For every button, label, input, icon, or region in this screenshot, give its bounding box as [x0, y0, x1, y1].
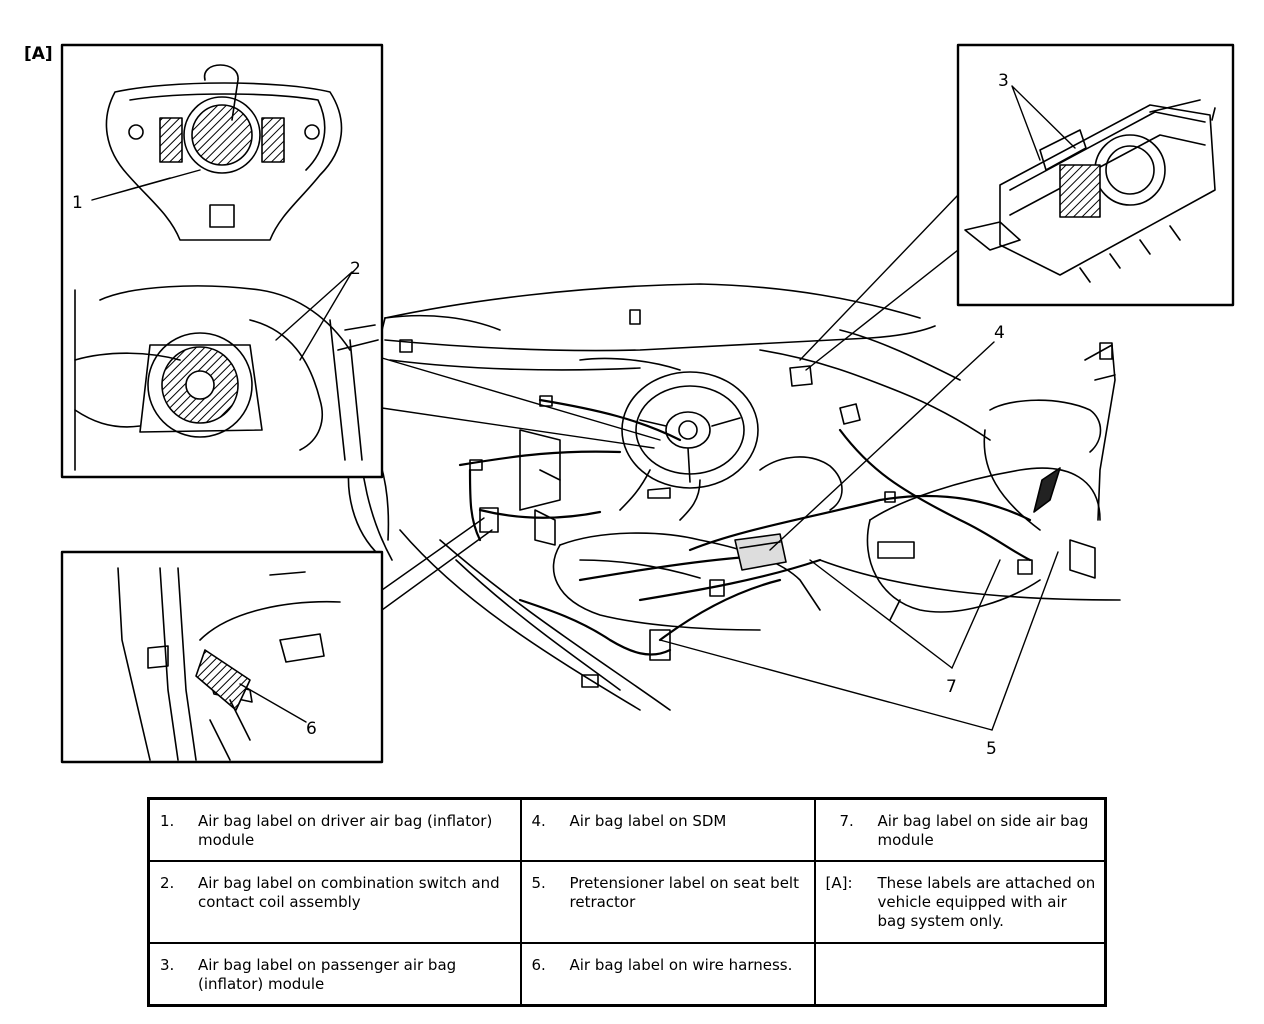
- legend-number: 5.: [531, 873, 546, 892]
- callout-6: 6: [306, 719, 317, 739]
- inset-passenger-airbag-module: [956, 43, 1235, 307]
- legend-text: These labels are attached on vehicle equ…: [877, 873, 1096, 930]
- legend-text: Air bag label on SDM: [569, 812, 727, 830]
- inset-wire-harness: [60, 550, 384, 764]
- legend-cell: 7. Air bag label on side air bag module: [813, 797, 1107, 862]
- inset-a-steering-wheel: [60, 43, 384, 479]
- legend-text: Air bag label on passenger air bag (infl…: [198, 955, 457, 993]
- legend-text: Pretensioner label on seat belt retracto…: [569, 873, 799, 911]
- legend-text: Air bag label on side air bag module: [877, 812, 1089, 849]
- legend-number: 2.: [160, 873, 175, 892]
- callout-1: 1: [72, 193, 83, 213]
- legend-number: 7.: [839, 812, 854, 830]
- callout-3: 3: [998, 71, 1009, 91]
- callout-leader-lines: [381, 194, 1059, 731]
- callout-4: 4: [994, 323, 1005, 343]
- legend-text: Air bag label on combination switch and …: [198, 873, 500, 911]
- inset-a-tag: [A]: [24, 44, 53, 64]
- legend-number: 6.: [531, 955, 546, 974]
- legend-cell: [813, 941, 1107, 1007]
- legend-table: 1. Air bag label on driver air bag (infla…: [147, 797, 1107, 1007]
- legend-cell: 4. Air bag label on SDM: [519, 797, 816, 862]
- legend-number: 1.: [160, 812, 175, 830]
- legend-cell: 3. Air bag label on passenger air bag (in…: [147, 941, 522, 1007]
- callout-5: 5: [986, 739, 997, 759]
- callout-7: 7: [946, 677, 957, 697]
- legend-text: Air bag label on driver air bag (inflato…: [198, 812, 493, 849]
- legend-cell: 5. Pretensioner label on seat belt retrac…: [519, 859, 816, 944]
- legend-row: 2. Air bag label on combination switch an…: [147, 859, 1107, 944]
- legend-cell: 6. Air bag label on wire harness.: [519, 941, 816, 1007]
- callout-2: 2: [350, 259, 361, 279]
- legend-cell: 2. Air bag label on combination switch an…: [147, 859, 522, 944]
- legend-cell: [A]: These labels are attached on vehicle…: [813, 859, 1107, 944]
- legend-row: 1. Air bag label on driver air bag (infla…: [147, 797, 1107, 862]
- legend-number: [A]:: [825, 873, 853, 892]
- airbag-label-location-diagram: [A] 1 2 3 4 5 6 7: [24, 43, 1235, 764]
- legend-cell: 1. Air bag label on driver air bag (infla…: [147, 797, 522, 862]
- legend-number: 3.: [160, 955, 175, 974]
- legend-row: 3. Air bag label on passenger air bag (in…: [147, 941, 1107, 1007]
- legend-number: 4.: [531, 812, 546, 830]
- vehicle-interior-drawing: [347, 283, 1121, 711]
- legend-text: Air bag label on wire harness.: [569, 955, 793, 974]
